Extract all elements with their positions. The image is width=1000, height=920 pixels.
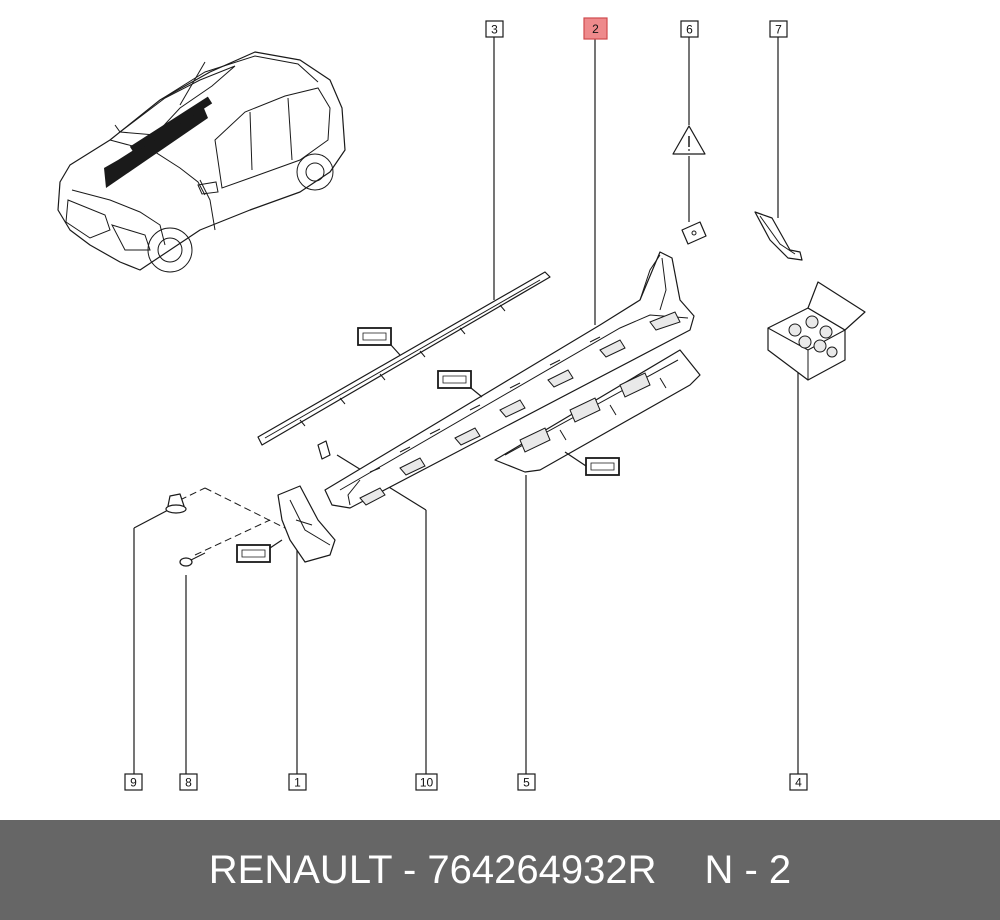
push-rivet-part-9 <box>165 493 187 514</box>
front-bracket-part-1 <box>277 485 336 563</box>
rear-end-piece-part-7 <box>754 211 803 261</box>
callout-1-label: 1 <box>294 776 301 790</box>
sill-panel-part-2 <box>324 251 695 509</box>
footer-bar: RENAULT - 764264932R N - 2 <box>0 820 1000 920</box>
callout-4-label: 4 <box>795 776 802 790</box>
callout-8-label: 8 <box>185 776 192 790</box>
callout-7-label: 7 <box>775 23 782 37</box>
callout-4[interactable]: 4 <box>789 773 808 791</box>
label-tags <box>236 327 620 563</box>
screw-part-8 <box>179 552 206 567</box>
footer-part-number: 764264932R <box>427 847 657 892</box>
callout-6-label: 6 <box>686 23 693 37</box>
warning-triangle-icon <box>672 125 706 155</box>
footer-separator: - <box>402 847 417 892</box>
fastener-kit-box-icon <box>767 281 866 381</box>
callout-3[interactable]: 3 <box>485 20 504 38</box>
callout-5-label: 5 <box>523 776 530 790</box>
callout-7[interactable]: 7 <box>769 20 788 38</box>
callout-9-label: 9 <box>130 776 137 790</box>
reinforcement-part-5 <box>494 349 701 473</box>
footer-caption: RENAULT - 764264932R N - 2 <box>209 848 791 893</box>
callout-1[interactable]: 1 <box>288 773 307 791</box>
callout-10[interactable]: 10 <box>415 773 438 791</box>
callout-3-label: 3 <box>491 23 498 37</box>
callout-2-label: 2 <box>592 22 599 36</box>
adhesive-label-part-6 <box>681 221 707 245</box>
car-overview-icon <box>57 51 346 273</box>
callout-2[interactable]: 2 <box>583 17 608 40</box>
callout-8[interactable]: 8 <box>179 773 198 791</box>
callout-6[interactable]: 6 <box>680 20 699 38</box>
clip-part-10 <box>317 440 331 460</box>
parts-diagram: 3 2 6 7 9 8 1 10 5 4 <box>57 17 866 791</box>
callout-5[interactable]: 5 <box>517 773 536 791</box>
footer-brand: RENAULT <box>208 847 392 892</box>
moulding-strip-part-3 <box>257 271 551 446</box>
callout-10-label: 10 <box>420 776 434 790</box>
callout-9[interactable]: 9 <box>124 773 143 791</box>
footer-page-label: N - 2 <box>704 847 792 892</box>
